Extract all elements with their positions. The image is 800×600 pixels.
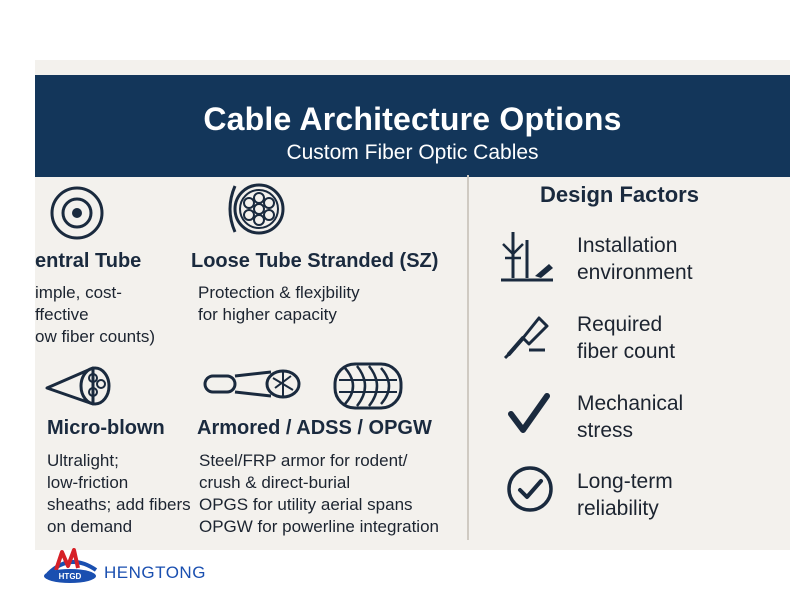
check-circle-icon bbox=[507, 466, 553, 512]
brand-name: HENGTONG bbox=[104, 563, 206, 582]
column-divider bbox=[467, 175, 469, 540]
option-title-loose-tube: Loose Tube Stranded (SZ) bbox=[191, 250, 439, 272]
infographic-card: Cable Architecture Options Custom Fiber … bbox=[35, 60, 790, 550]
design-factors-title: Design Factors bbox=[540, 182, 699, 207]
option-desc-micro-blown: Ultralight; low-friction sheaths; add fi… bbox=[47, 451, 191, 536]
stranded-armor-icon bbox=[333, 362, 403, 410]
option-title-armored: Armored / ADSS / OPGW bbox=[197, 417, 432, 439]
option-desc-central-tube: imple, cost- ffective ow fiber counts) bbox=[35, 283, 155, 346]
factor-installation: Installation environment bbox=[577, 234, 693, 284]
page-title: Cable Architecture Options bbox=[203, 101, 622, 137]
header-banner: Cable Architecture Options Custom Fiber … bbox=[35, 75, 790, 177]
fiber-connector-icon bbox=[503, 316, 549, 360]
option-title-micro-blown: Micro-blown bbox=[47, 417, 165, 439]
armored-cable-icon bbox=[203, 369, 301, 399]
micro-blown-icon bbox=[45, 366, 111, 406]
option-desc-loose-tube: Protection & flexjbility for higher capa… bbox=[198, 283, 360, 324]
option-desc-armored: Steel/FRP armor for rodent/ crush & dire… bbox=[199, 451, 439, 536]
factor-mechanical-stress: Mechanical stress bbox=[577, 392, 684, 442]
checkmark-icon bbox=[508, 393, 550, 433]
option-title-central-tube: entral Tube bbox=[35, 250, 142, 272]
loose-tube-icon bbox=[228, 183, 285, 235]
hengtong-logo-icon: HTGD bbox=[44, 548, 98, 583]
factor-fiber-count: Required fiber count bbox=[577, 313, 676, 363]
central-tube-icon bbox=[50, 186, 104, 240]
svg-text:HTGD: HTGD bbox=[59, 572, 82, 581]
installation-icon bbox=[501, 232, 553, 282]
factor-reliability: Long-term reliability bbox=[577, 470, 673, 520]
page-subtitle: Custom Fiber Optic Cables bbox=[286, 141, 539, 164]
